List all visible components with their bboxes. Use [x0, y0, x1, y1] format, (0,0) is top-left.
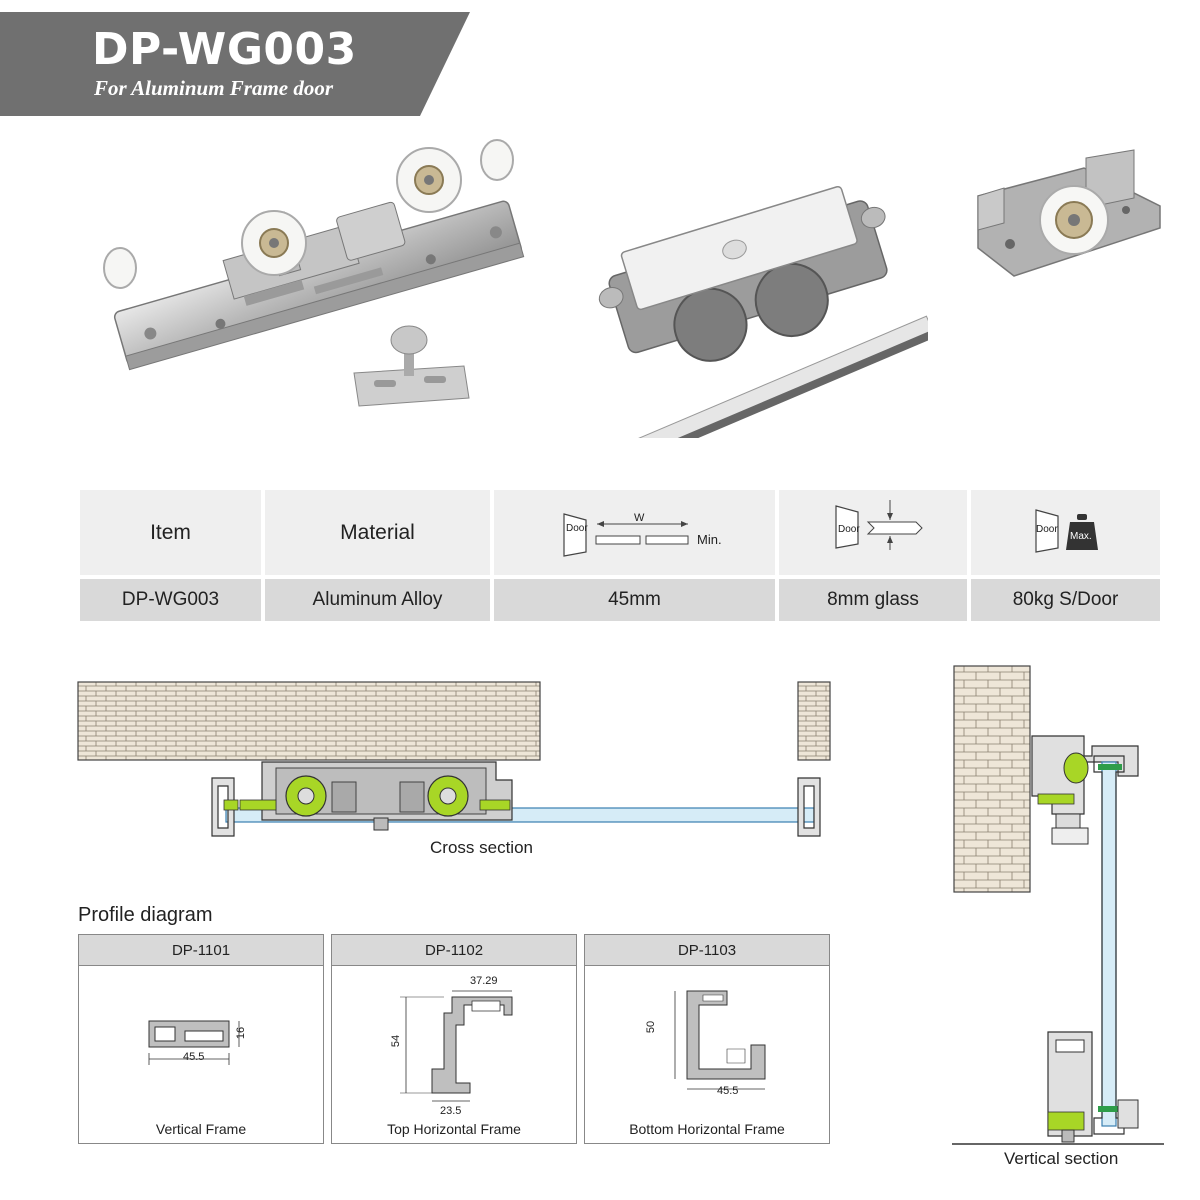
profile-name: Vertical Frame [155, 1121, 247, 1137]
door-label-load: Door [1036, 524, 1058, 535]
profile-name: Top Horizontal Frame [387, 1121, 521, 1137]
vertical-section-caption: Vertical section [1004, 1149, 1119, 1168]
profile-dim: 37.29 [470, 975, 498, 987]
cross-section-diagram [77, 681, 831, 837]
spec-value-material: Aluminum Alloy [265, 579, 490, 621]
glass-thickness-icon [835, 500, 923, 550]
profile-code: DP-1102 [332, 935, 576, 966]
guide-bracket-image [977, 149, 1161, 277]
profile-box-1102: DP-1102 37.29 54 23.5 Top Horizontal Fra… [331, 934, 577, 1144]
spec-value-load: 80kg S/Door [971, 579, 1160, 621]
vertical-section-diagram [952, 665, 1164, 1145]
header-banner [0, 12, 470, 116]
spec-value-width: 45mm [494, 579, 775, 621]
product-title: DP-WG003 [92, 24, 357, 75]
profile-dim: 45.5 [717, 1085, 739, 1097]
profile-dim: 54 [390, 1034, 403, 1048]
profile-box-1103: DP-1103 50 45.5 Bottom Horizontal Frame [584, 934, 830, 1144]
top-horizontal-frame-profile-icon [400, 990, 513, 1102]
profile-diagram-title: Profile diagram [78, 904, 213, 926]
door-label: Door [566, 523, 588, 534]
max-load-icon [1035, 509, 1098, 553]
min-label: Min. [697, 532, 722, 547]
width-label: W [634, 512, 645, 524]
spec-header-width [494, 490, 775, 575]
door-label-glass: Door [838, 524, 860, 535]
bottom-horizontal-frame-profile-icon [674, 990, 766, 1090]
product-subtitle: For Aluminum Frame door [94, 76, 334, 100]
profile-dim: 50 [645, 1020, 658, 1034]
cross-section-caption: Cross section [430, 838, 533, 857]
spec-header-load [971, 490, 1160, 575]
profile-name: Bottom Horizontal Frame [629, 1121, 785, 1137]
damper-and-strip-image [598, 185, 928, 438]
profile-code: DP-1101 [79, 935, 323, 966]
spec-header-material: Material [265, 490, 490, 575]
profile-dim: 45.5 [183, 1051, 205, 1063]
max-label: Max. [1070, 531, 1092, 542]
profile-dim: 23.5 [440, 1105, 462, 1117]
profile-code: DP-1103 [585, 935, 829, 966]
profile-dim: 16 [235, 1026, 248, 1040]
door-width-icon [563, 513, 689, 557]
spec-value-item: DP-WG003 [80, 579, 261, 621]
hanger-roller-assembly-image [103, 139, 525, 407]
spec-header-item: Item [80, 490, 261, 575]
profile-box-1101: DP-1101 45.5 16 Vertical Frame [78, 934, 324, 1144]
vertical-frame-profile-icon [148, 1020, 240, 1065]
spec-value-glass: 8mm glass [779, 579, 967, 621]
